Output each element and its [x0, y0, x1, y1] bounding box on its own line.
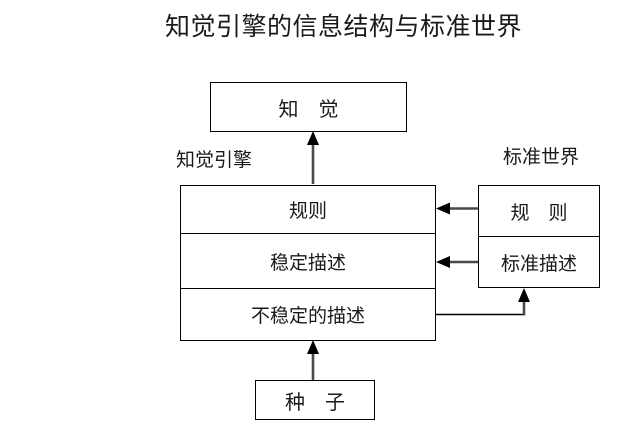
seed-box: 种 子	[255, 380, 375, 420]
engine-caption: 知觉引擎	[176, 150, 253, 171]
connector-standard-rules-to-engine-rules	[436, 202, 478, 215]
perception-box: 知 觉	[210, 82, 407, 132]
up-arrowhead-icon	[307, 340, 319, 354]
left-arrowhead-icon	[436, 202, 450, 215]
connector-engine-to-perception	[307, 131, 319, 184]
perception-label: 知 觉	[278, 98, 339, 121]
seed-label: 种 子	[285, 391, 345, 414]
page-title: 知觉引擎的信息结构与标准世界	[165, 14, 523, 41]
engine-row-unstable-description: 不稳定的描述	[181, 287, 435, 340]
connector-standard-desc-to-stable-desc	[436, 256, 478, 268]
engine-row-rules: 规则	[288, 201, 327, 223]
standard-row-standard-description: 标准描述	[479, 236, 599, 287]
left-arrowhead-icon	[436, 256, 450, 268]
standard-world-box: 规 则 标准描述	[478, 185, 600, 288]
engine-box: 规则 稳定描述 不稳定的描述	[180, 185, 436, 341]
connector-unstable-to-standard-desc	[436, 288, 530, 316]
up-arrowhead-icon	[518, 288, 530, 302]
connector-seed-to-engine	[307, 340, 319, 380]
up-arrowhead-icon	[307, 131, 319, 145]
standard-row-rules: 规 则	[510, 202, 568, 224]
standard-world-caption: 标准世界	[503, 147, 580, 168]
engine-row-stable-description: 稳定描述	[181, 233, 435, 287]
